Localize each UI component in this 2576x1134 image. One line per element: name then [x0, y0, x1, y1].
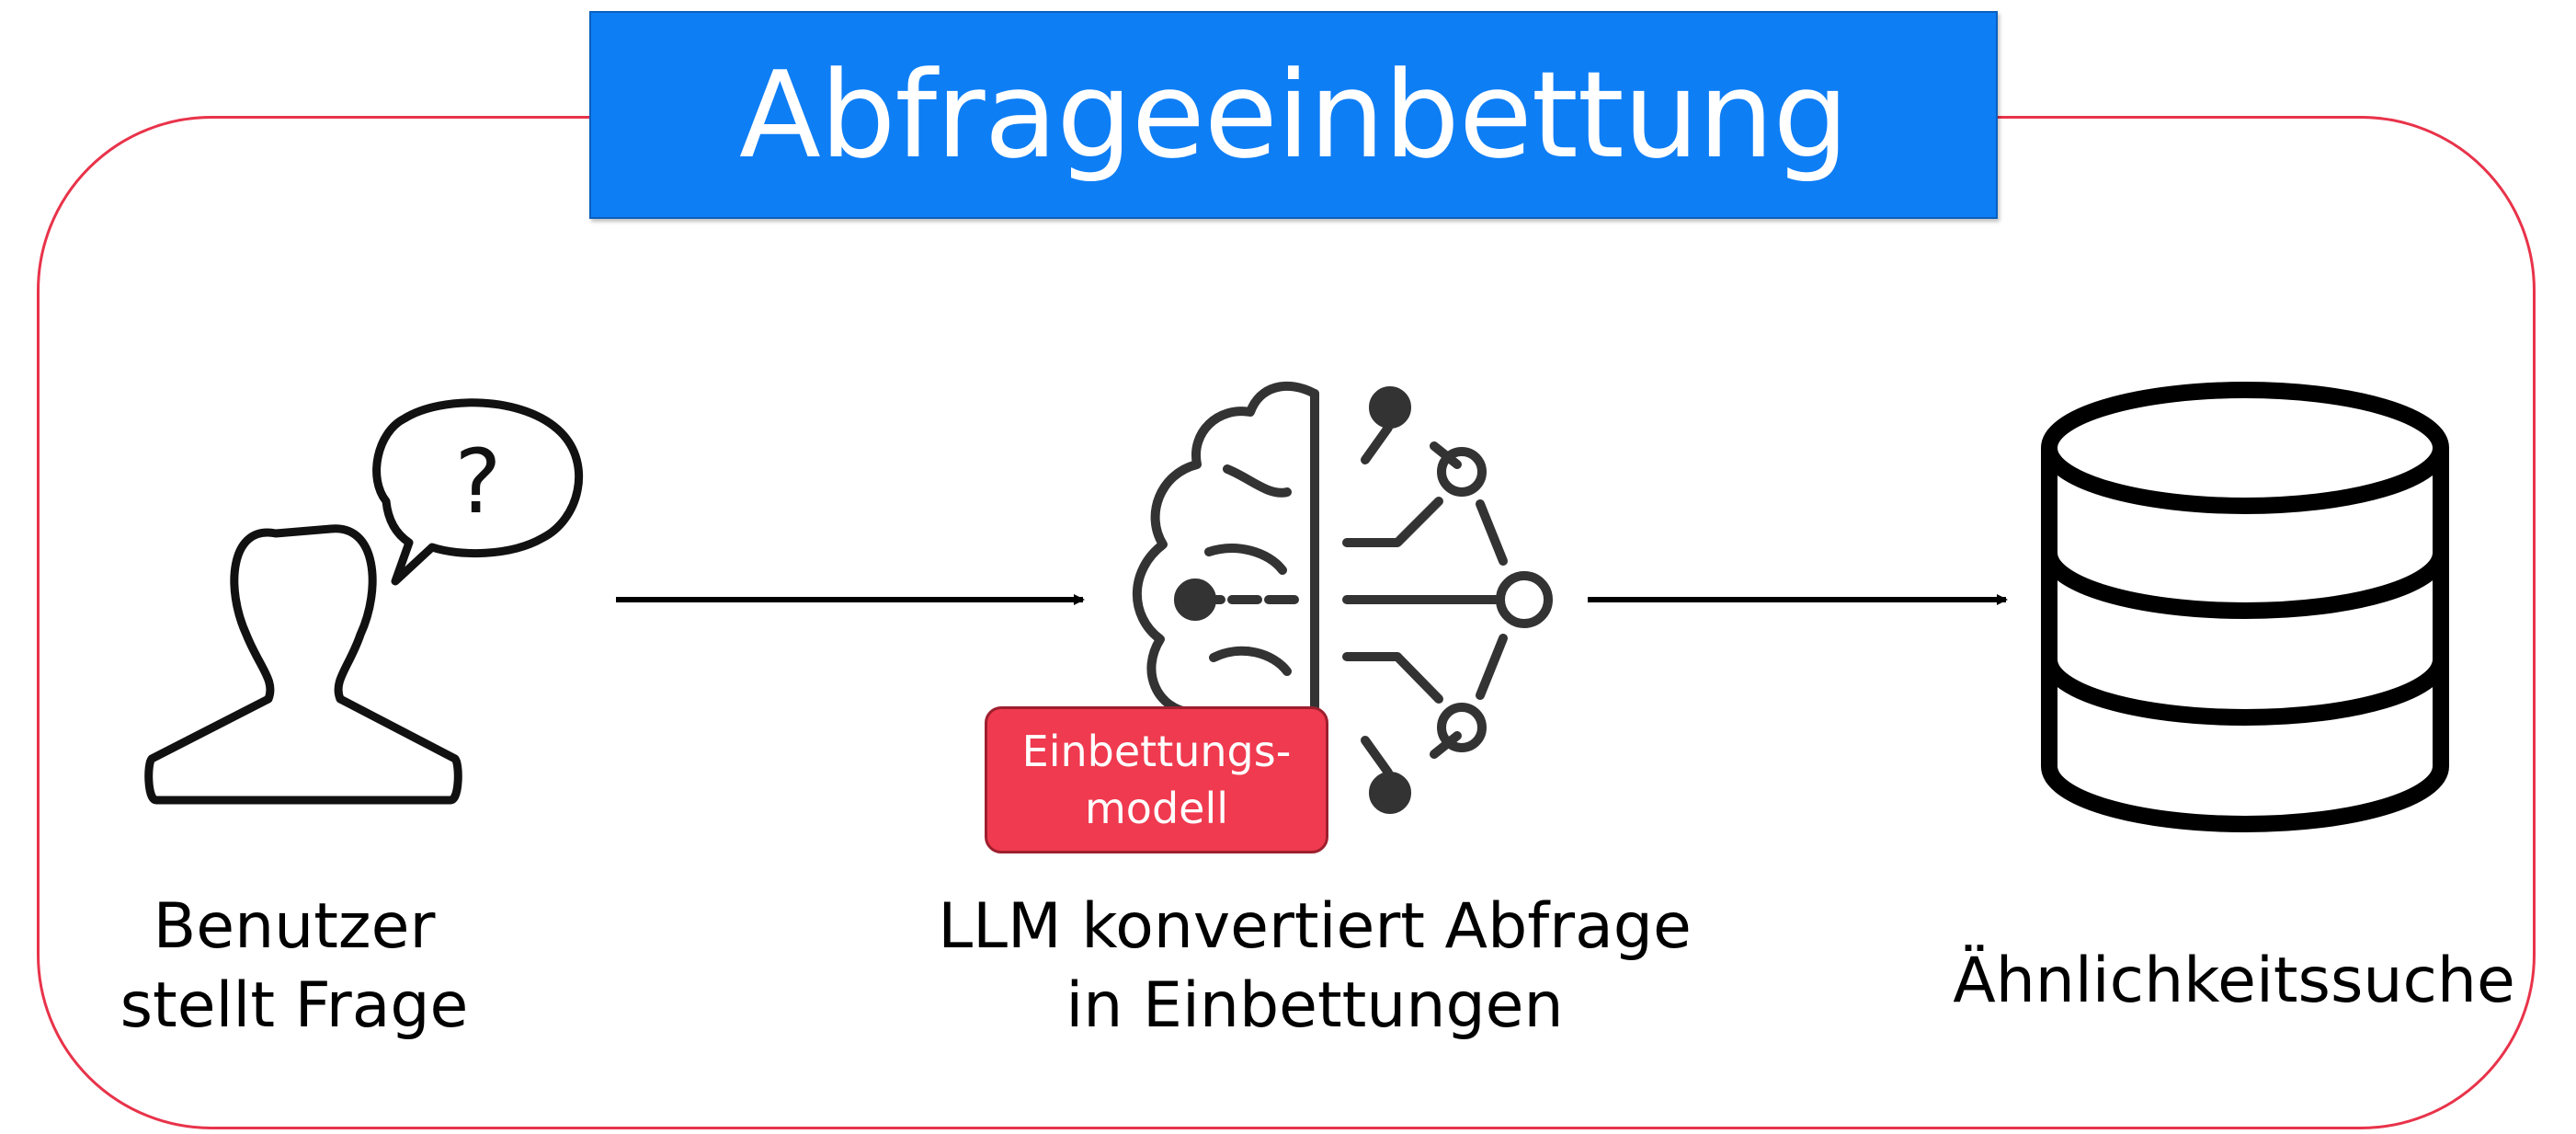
- database-icon: [2041, 382, 2449, 832]
- llm-step-label: LLM konvertiert Abfrage in Einbettungen: [938, 890, 1692, 1042]
- user-step-label: Benutzer stellt Frage: [120, 890, 469, 1042]
- page-title: Abfrageeinbettung: [738, 45, 1849, 185]
- similarity-search-label: Ähnlichkeitssuche: [1953, 945, 2515, 1017]
- svg-text:?: ?: [455, 430, 502, 533]
- user-question-icon: ?: [144, 398, 584, 805]
- title-banner: Abfrageeinbettung: [589, 11, 1998, 219]
- embedding-model-badge: Einbettungs- modell: [985, 706, 1328, 853]
